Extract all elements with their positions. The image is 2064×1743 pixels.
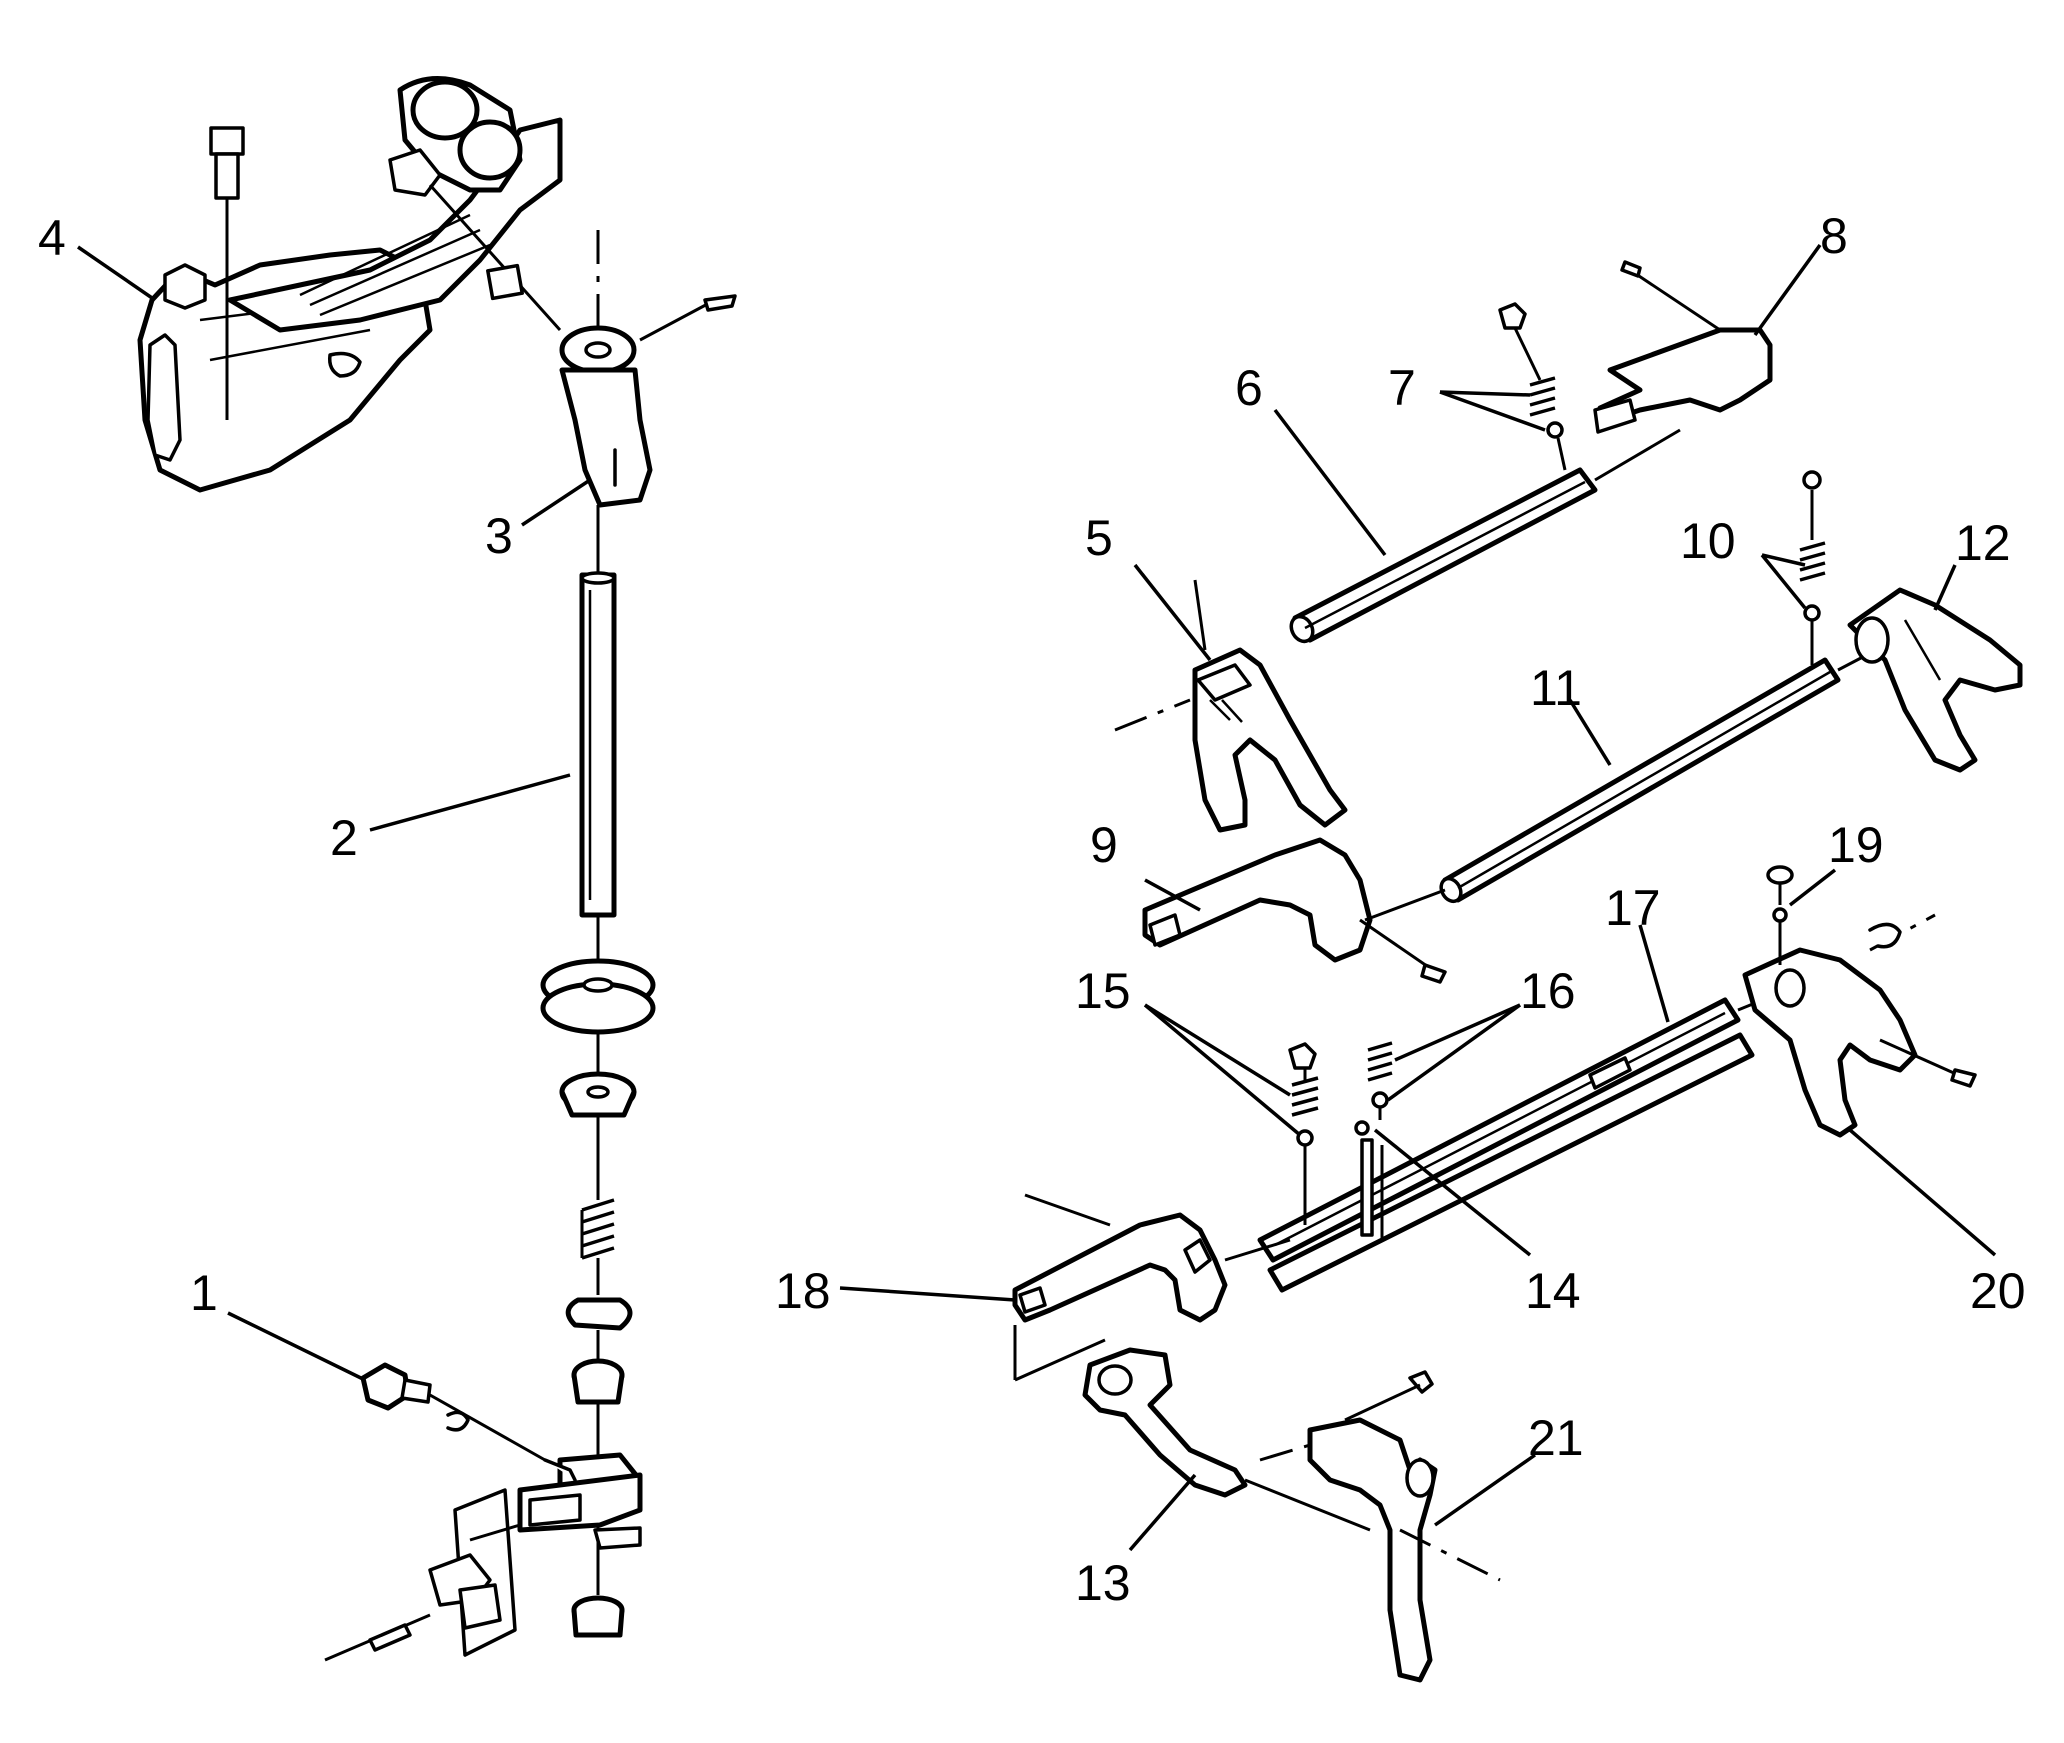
callout-18: 18 <box>775 1263 831 1319</box>
pin-18-13 <box>1013 1325 1106 1382</box>
shift-lever-arm <box>227 76 563 333</box>
right-assembly <box>839 243 2023 1683</box>
leader-1 <box>227 1311 366 1382</box>
part-9-shift-lug <box>1142 837 1447 984</box>
callout-8: 8 <box>1820 208 1848 264</box>
part-7-detent <box>1498 302 1567 471</box>
part-3-shift-lever-bracket <box>559 230 737 508</box>
part-21-lever <box>1307 1370 1501 1683</box>
callout-21: 21 <box>1528 1410 1584 1466</box>
leader-19 <box>1788 868 1837 907</box>
callout-15: 15 <box>1075 963 1131 1019</box>
callout-3: 3 <box>485 508 513 564</box>
leader-15b <box>1143 1003 1302 1137</box>
part-12-shift-fork <box>1847 587 2023 773</box>
part-11-shift-rail <box>1364 646 1881 922</box>
callout-19: 19 <box>1828 817 1884 873</box>
leader-9 <box>1144 878 1201 912</box>
leader-8 <box>1753 243 1822 337</box>
leader-4 <box>77 245 156 302</box>
part-14-interlock-pin <box>1354 1120 1384 1240</box>
left-assembly <box>77 76 737 1662</box>
part-13-lever <box>1082 1347 1371 1532</box>
leader-21 <box>1433 1453 1537 1527</box>
part-6-shift-rail <box>1289 428 1681 644</box>
part-2-shift-shaft <box>579 505 617 918</box>
part-19-plug <box>1766 865 1794 965</box>
shaft-stack-components <box>540 915 656 1638</box>
leader-10a <box>1761 553 1806 567</box>
leader-15a <box>1144 1003 1291 1097</box>
callout-labels: 1 2 3 4 5 6 7 8 9 10 11 12 13 14 15 16 1… <box>38 208 2026 1611</box>
part-5-shift-fork <box>1114 579 1348 833</box>
callout-1: 1 <box>190 1265 218 1321</box>
part-8-shift-lug <box>1593 260 1773 434</box>
part-20-shift-fork <box>1742 913 1977 1138</box>
callout-14: 14 <box>1525 1263 1581 1319</box>
callout-12: 12 <box>1955 515 2011 571</box>
leader-12 <box>1933 564 1957 611</box>
leader-16a <box>1394 1003 1521 1062</box>
leader-14 <box>1373 1128 1532 1257</box>
callout-16: 16 <box>1520 963 1576 1019</box>
leader-7b <box>1439 390 1546 432</box>
callout-7: 7 <box>1388 360 1416 416</box>
callout-13: 13 <box>1075 1555 1131 1611</box>
leader-18 <box>839 1286 1016 1302</box>
callout-9: 9 <box>1090 817 1118 873</box>
part-18-shift-lug <box>1012 1193 1291 1323</box>
part-15-detent <box>1288 1042 1319 1225</box>
leader-6 <box>1273 408 1387 557</box>
leader-5 <box>1133 563 1212 662</box>
callout-10: 10 <box>1680 513 1736 569</box>
callout-20: 20 <box>1970 1263 2026 1319</box>
callout-5: 5 <box>1085 510 1113 566</box>
leader-17 <box>1638 924 1670 1023</box>
leader-3 <box>521 478 591 527</box>
callout-4: 4 <box>38 210 66 266</box>
part-10-detent <box>1799 470 1826 665</box>
leader-20 <box>1848 1128 1997 1257</box>
leader-11 <box>1568 699 1612 766</box>
callout-6: 6 <box>1235 360 1263 416</box>
leader-2 <box>369 773 571 832</box>
callout-11: 11 <box>1530 660 1582 716</box>
leader-10b <box>1760 553 1807 610</box>
leader-7a <box>1439 390 1531 397</box>
part-16-detent <box>1367 1041 1393 1120</box>
callout-2: 2 <box>330 810 358 866</box>
selector-plate-assembly <box>324 1362 643 1662</box>
leader-13 <box>1128 1473 1197 1552</box>
leader-16b <box>1386 1003 1522 1102</box>
callout-17: 17 <box>1605 880 1661 936</box>
